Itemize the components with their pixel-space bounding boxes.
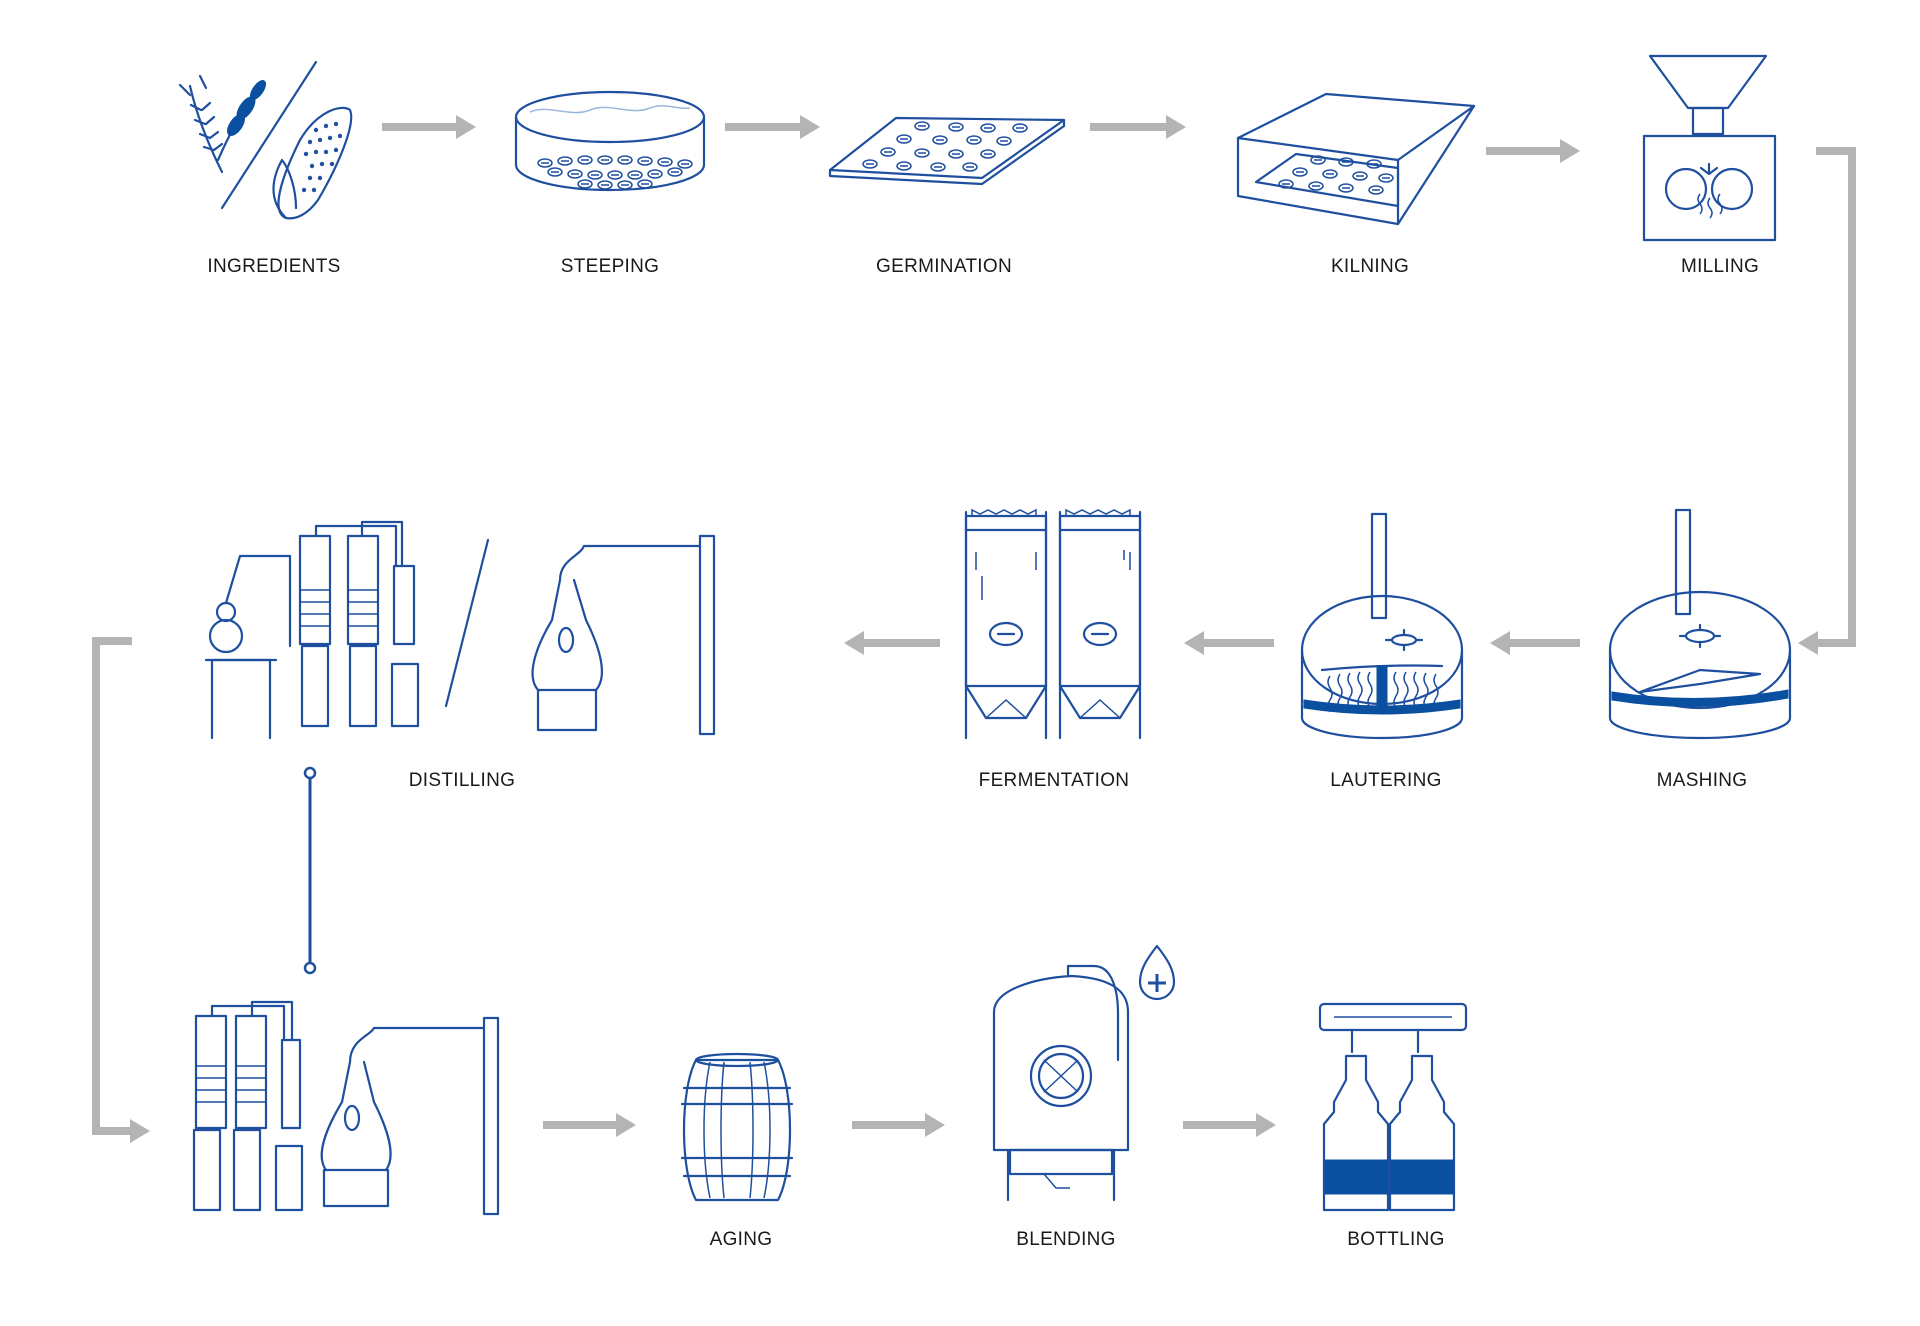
step-label-lautering: LAUTERING xyxy=(1330,770,1442,791)
step-label-fermentation: FERMENTATION xyxy=(978,770,1130,791)
step-label-ingredients: INGREDIENTS xyxy=(207,256,341,277)
arrow-distilling-down xyxy=(92,637,150,1143)
step-label-blending: BLENDING xyxy=(1016,1229,1116,1250)
arrow-ingredients-steeping xyxy=(382,115,476,139)
stills-icon xyxy=(204,520,716,740)
arrow-germination-kilning xyxy=(1090,115,1186,139)
step-label-aging: AGING xyxy=(709,1229,773,1250)
step-label-mashing: MASHING xyxy=(1656,770,1748,791)
arrow-stills-aging xyxy=(543,1113,636,1137)
mash-tun-icon xyxy=(1608,508,1792,740)
column-pot-stills-icon xyxy=(192,1000,500,1216)
arrow-milling-mashing xyxy=(1798,147,1856,655)
barrel-icon xyxy=(680,1052,794,1202)
arrow-aging-blending xyxy=(852,1113,945,1137)
germination-tray-icon xyxy=(828,116,1066,186)
step-label-distilling: DISTILLING xyxy=(408,770,516,791)
steeping-dish-icon xyxy=(514,90,706,192)
arrow-blending-bottling xyxy=(1183,1113,1276,1137)
step-label-steeping: STEEPING xyxy=(560,256,660,277)
arrow-kilning-milling xyxy=(1486,139,1580,163)
mill-icon xyxy=(1642,54,1777,242)
step-label-kilning: KILNING xyxy=(1330,256,1410,277)
step-label-milling: MILLING xyxy=(1680,256,1760,277)
lauter-tun-icon xyxy=(1300,512,1464,740)
grain-corn-icon xyxy=(178,60,353,220)
bottles-icon xyxy=(1318,1002,1468,1212)
blending-tank-icon xyxy=(992,944,1176,1202)
fermentation-tanks-icon xyxy=(964,508,1142,740)
arrow-steeping-germination xyxy=(725,115,820,139)
step-label-bottling: BOTTLING xyxy=(1347,1229,1445,1250)
step-label-germination: GERMINATION xyxy=(876,256,1012,277)
arrow-fermentation-distilling xyxy=(844,631,940,655)
arrow-mashing-lautering xyxy=(1490,631,1580,655)
connector-line xyxy=(303,766,317,975)
kiln-icon xyxy=(1236,92,1476,226)
arrow-lautering-fermentation xyxy=(1184,631,1274,655)
